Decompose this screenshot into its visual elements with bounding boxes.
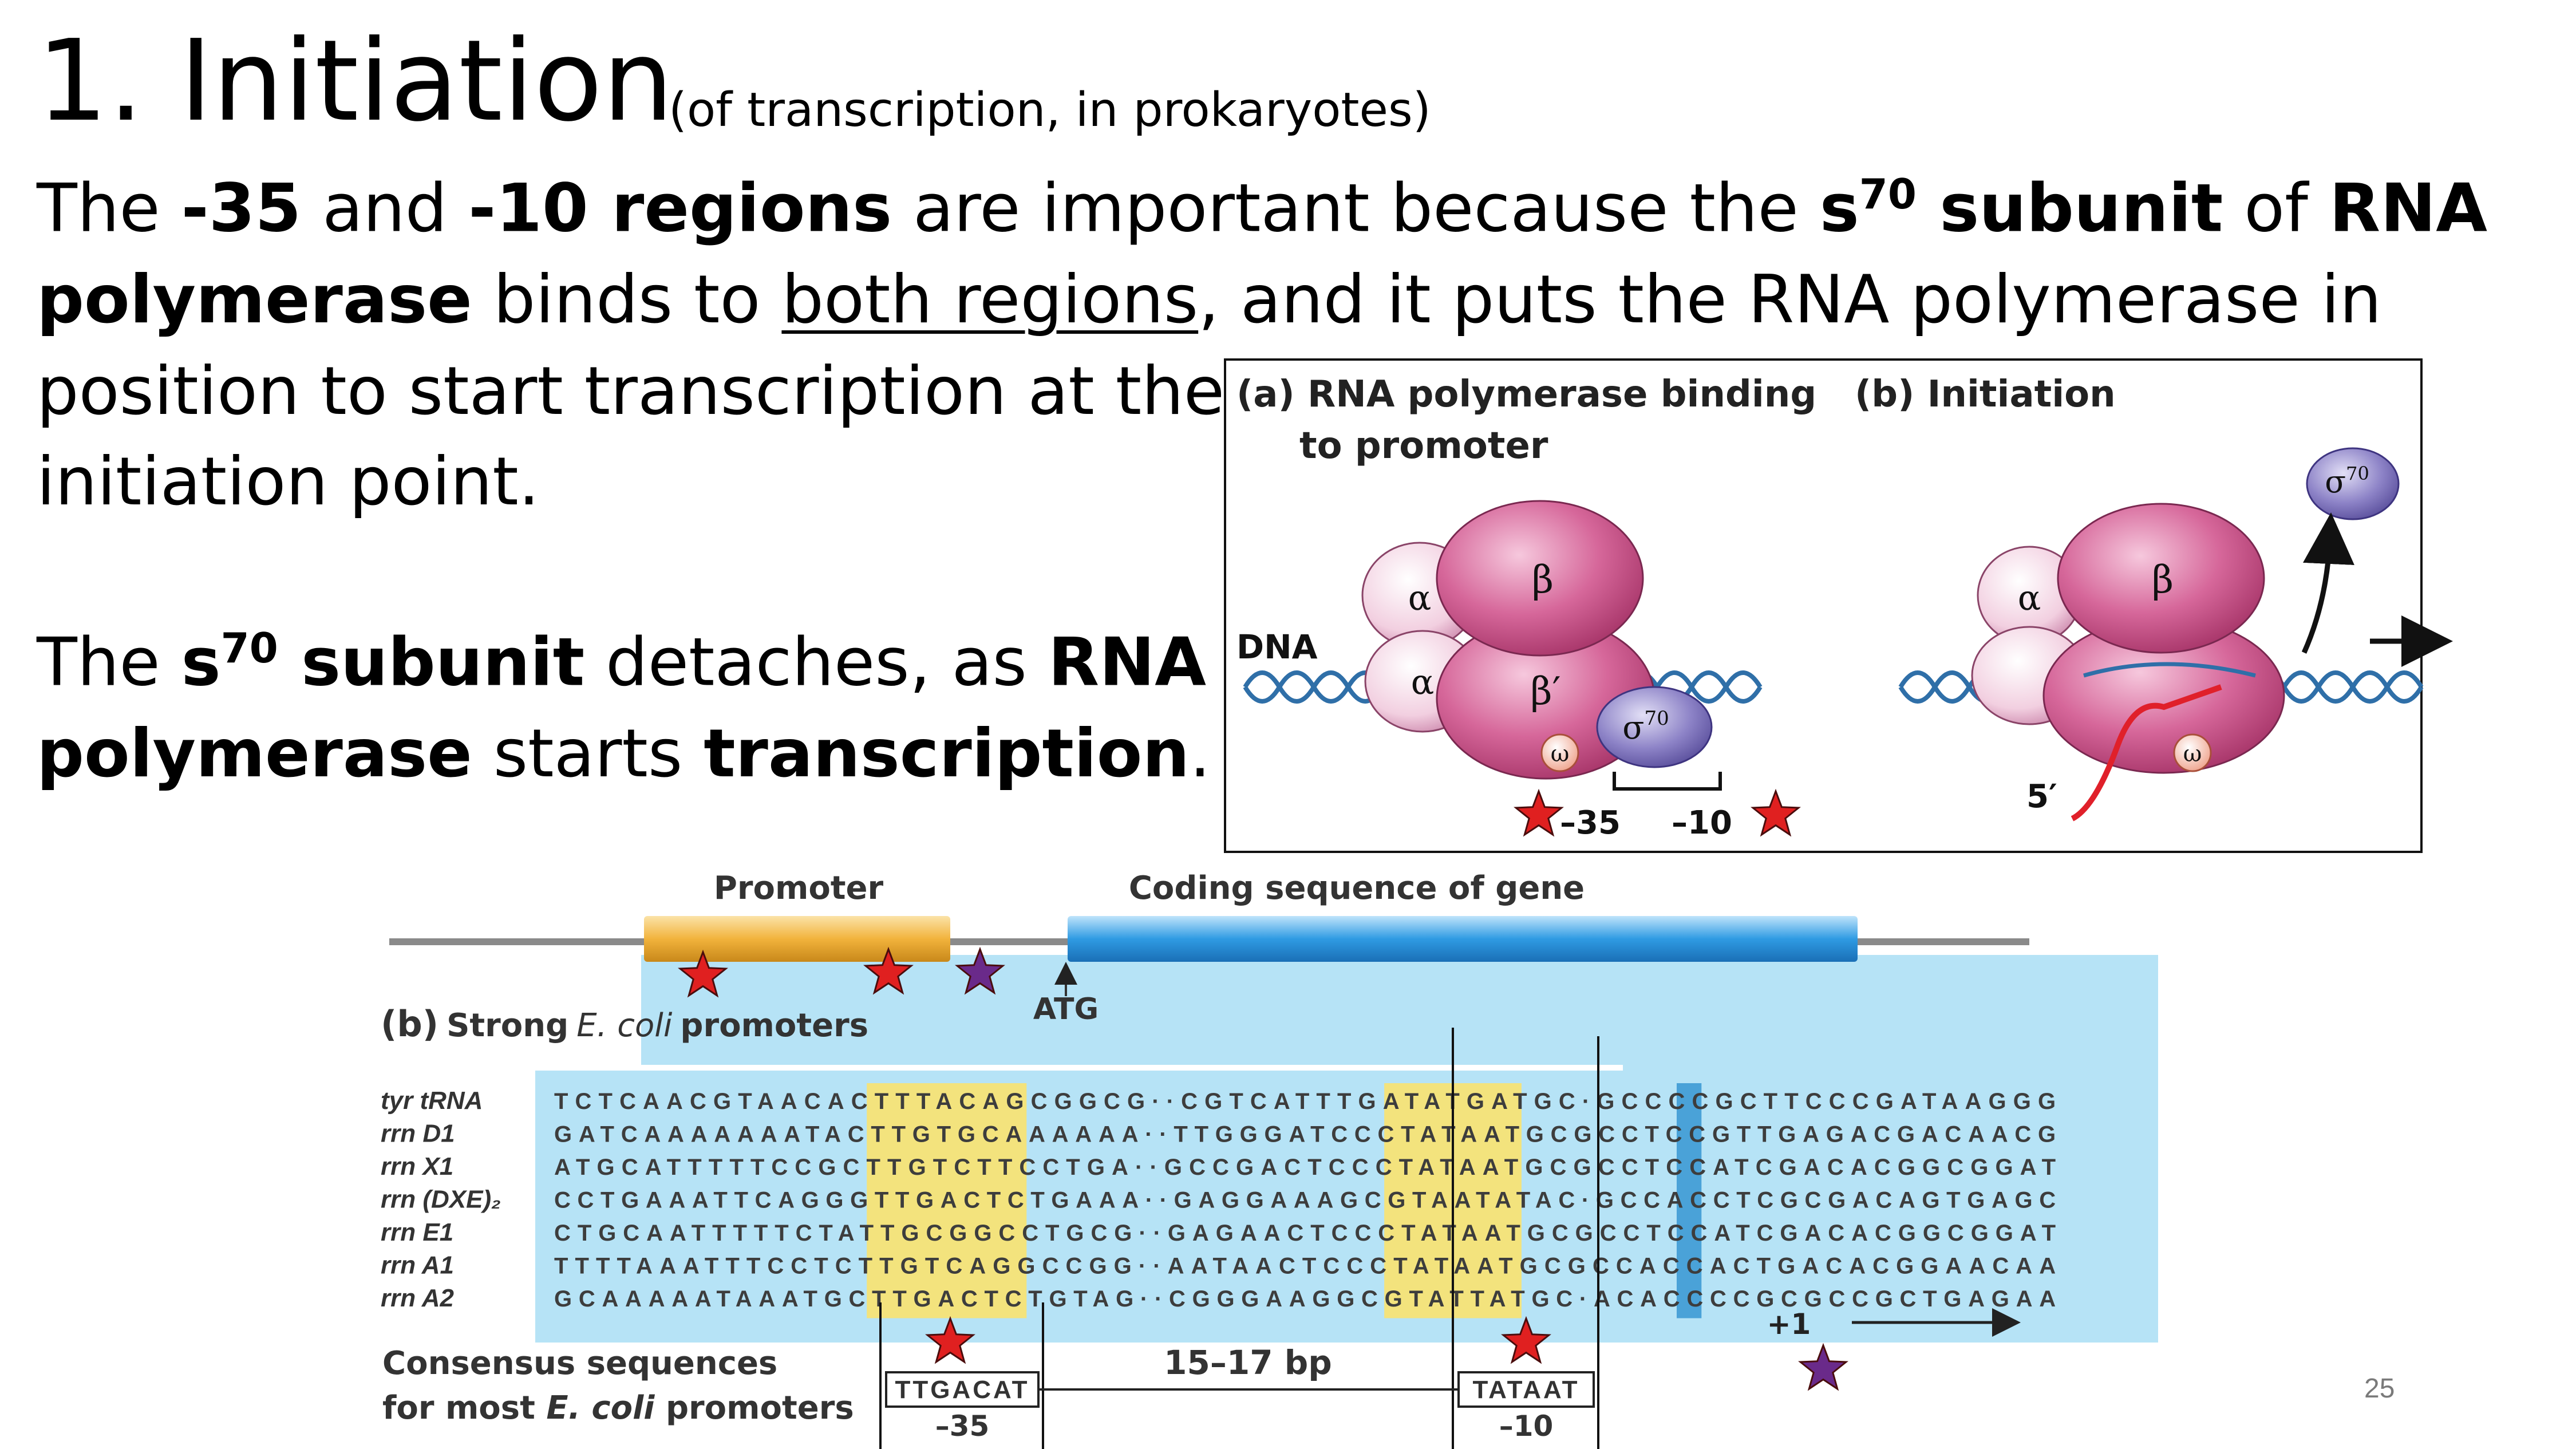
omega-label-b: ω [2183,741,2202,767]
star-icon [1751,788,1801,837]
promoter-name: rrn (DXE)₂ [381,1186,501,1214]
spacer-label: 15–17 bp [1164,1343,1332,1382]
minus10-label: –10 [1672,804,1732,842]
star-icon [955,946,1005,995]
page-number: 25 [2364,1373,2395,1404]
beta-subunit [1436,500,1644,657]
promoter-sequence: GCAAAAATAAATGCTTGACTCTGTAG··CGGGAAGGCGTA… [554,1286,2056,1312]
coding-label: Coding sequence of gene [1129,870,1585,907]
rna-transcript [2071,684,2222,822]
minus35-highlight [867,1083,1027,1318]
alpha-label-upper: α [1408,578,1432,618]
stars-top [1514,788,1801,837]
panel-a-heading-2: to promoter [1299,425,1548,467]
promoter-sequence: TCTCAACGTAACACTTTACAGCGGCG··CGTCATTTGATA… [554,1089,2056,1114]
paragraph2-line2: polymerase starts transcription. [37,715,1211,792]
promoter-name: rrn D1 [381,1120,455,1148]
consensus-35-seq: TTGACAT [895,1376,1030,1404]
paragraph1-line3: position to start transcription at the [37,353,1225,430]
released-sigma-label: σ70 [2325,463,2369,500]
consensus-35-box [885,1371,1040,1408]
coding-bar [1068,916,1858,962]
plus-one-label: +1 [1767,1308,1811,1341]
sigma-release-arrow [2301,512,2354,654]
alpha-label-b: α [2018,578,2041,618]
promoter-name: rrn X1 [381,1152,453,1180]
promoter-name: rrn A2 [381,1284,454,1312]
paragraph1-line1: The -35 and -10 regions are important be… [37,169,2488,247]
promoter-sequence: CCTGAAATTCAGGGTTGACTCTGAAA··GAGGAAAGCGTA… [554,1188,2056,1213]
atg-label: ATG [1033,992,1099,1026]
beta-prime-label: β′ [1530,669,1560,713]
stars-bottom [678,946,1848,1391]
promoter-label: Promoter [714,870,884,907]
open-complex-strand [2083,662,2256,678]
promoter-name: rrn A1 [381,1251,454,1280]
sigma70-subunit [1596,686,1713,768]
slide-title: 1. Initiation [37,16,674,147]
panel-a-heading: (a) RNA polymerase binding [1236,373,1816,416]
promoter-bar [644,916,950,962]
promoter-name: rrn E1 [381,1218,453,1246]
consensus-10-seq: TATAAT [1473,1376,1580,1404]
star-icon [1514,788,1564,837]
star-icon [1798,1343,1848,1391]
consensus-10-pos: –10 [1499,1409,1554,1443]
beta-label: β [1532,558,1554,602]
promoter-name: tyr tRNA [381,1087,483,1115]
omega-label: ω [1551,741,1570,767]
star-icon [925,1316,975,1364]
start-site-highlight [1677,1083,1702,1318]
consensus-label-line2: for most E. coli promoters [382,1389,854,1427]
omega-subunit-b [2173,733,2212,772]
omega-subunit [1540,733,1579,772]
promoter-bracket [1613,772,1722,791]
five-prime-label: 5′ [2026,778,2057,815]
panel-b-heading: (b) Initiation [1855,373,2116,416]
star-icon [863,946,914,995]
beta-label-b: β [2152,558,2174,602]
promoter-sequence: TTTTAAATTTCCTCTTGTCAGGCCGG··AATAACTCCCTA… [554,1254,2056,1279]
minus35-label: –35 [1560,804,1621,842]
alpha-label-lower: α [1411,662,1435,702]
paragraph2-line1: The s70 subunit detaches, as RNA [37,623,1207,701]
consensus-10-box [1457,1371,1595,1408]
sigma-label: σ70 [1622,707,1669,747]
dna-label: DNA [1236,627,1318,666]
slide-subtitle: (of transcription, in prokaryotes) [669,83,1431,137]
star-icon [678,949,728,998]
consensus-label-line1: Consensus sequences [382,1345,777,1382]
panel-gap [535,1065,1623,1071]
beta-subunit-b [2057,503,2265,654]
star-icon [1501,1316,1551,1364]
paragraph1-line4: initiation point. [37,443,540,520]
paragraph1-line2: polymerase binds to both regions, and it… [37,261,2382,338]
consensus-35-pos: –35 [935,1409,990,1443]
